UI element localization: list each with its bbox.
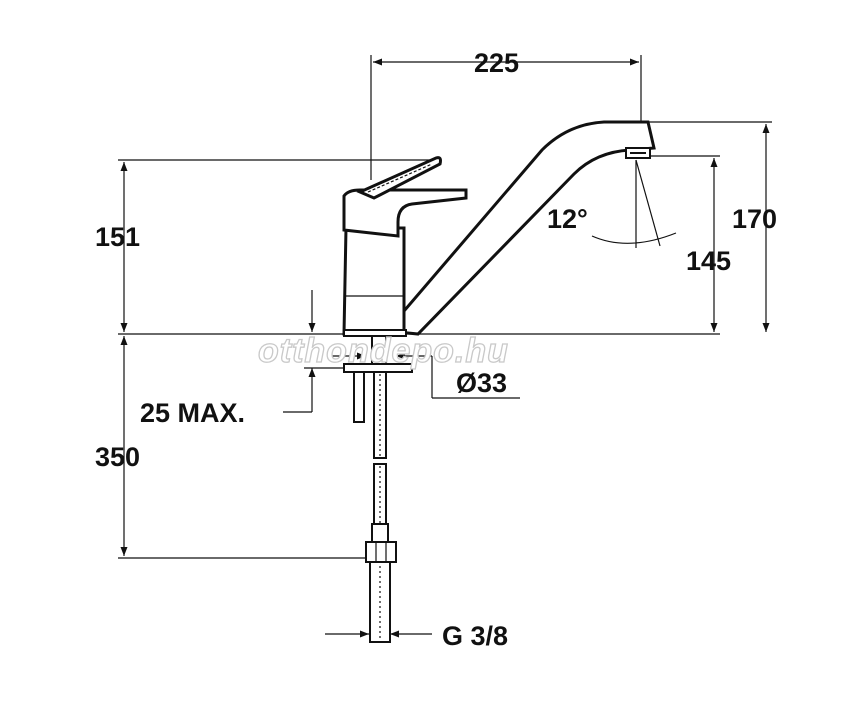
label-350: 350 bbox=[95, 442, 140, 472]
faucet-body bbox=[342, 120, 656, 337]
label-12-degrees: 12° bbox=[547, 204, 588, 234]
label-225: 225 bbox=[474, 48, 519, 78]
label-170: 170 bbox=[732, 204, 777, 234]
label-g-3-8: G 3/8 bbox=[442, 621, 508, 651]
dimension-lines bbox=[120, 58, 770, 638]
label-151: 151 bbox=[95, 222, 140, 252]
label-25-max: 25 MAX. bbox=[140, 398, 245, 428]
label-diameter-33: Ø33 bbox=[456, 368, 507, 398]
hose-hex-fitting bbox=[365, 541, 397, 563]
mounting-assembly bbox=[343, 335, 413, 643]
label-145: 145 bbox=[686, 246, 731, 276]
watermark-text: otthondepo.hu bbox=[258, 332, 509, 370]
